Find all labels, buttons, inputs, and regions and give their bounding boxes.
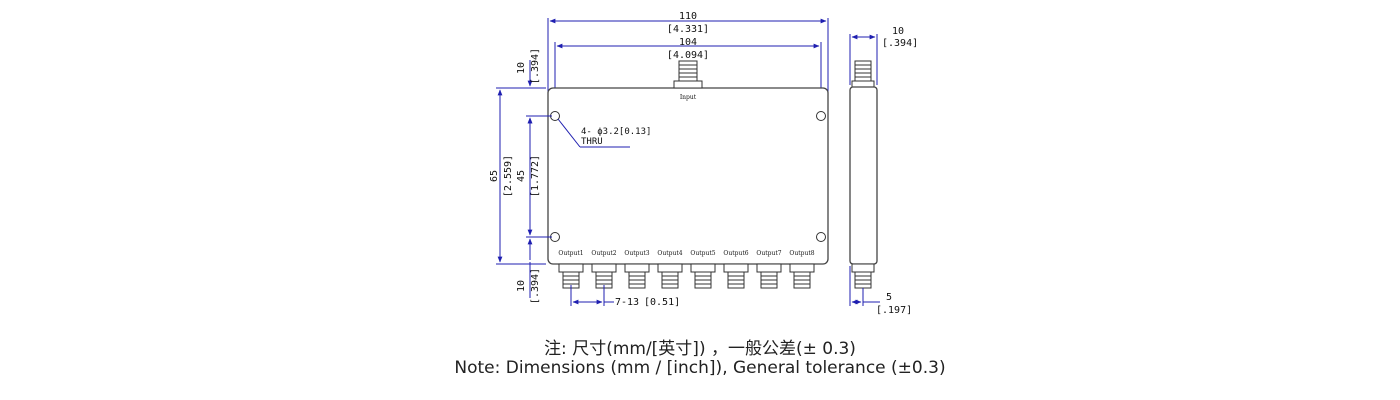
connector-pitch-inch: [0.51] (644, 297, 680, 308)
top-margin-inch: [.394] (530, 48, 541, 84)
output-connector-1: Output1 (558, 250, 584, 289)
hole-note-line1: 4- ϕ3.2[0.13] (581, 127, 651, 137)
side-thickness-inch: [.394] (882, 38, 918, 49)
side-connector-offset-dimension: 5 [.197] (849, 266, 912, 316)
connector-pitch-value: 7-13 (615, 297, 639, 308)
output-connector-3: Output3 (624, 250, 650, 289)
hole-spacing-y-inch: [1.772] (530, 155, 541, 197)
side-connector-offset-value: 5 (886, 292, 892, 303)
bottom-margin-value: 10 (516, 280, 527, 292)
note-english: Note: Dimensions (mm / [inch]), General … (454, 358, 946, 378)
output-label: Output4 (657, 250, 682, 257)
overall-width-value: 110 (679, 11, 697, 22)
output-label: Output1 (558, 250, 583, 257)
side-connector-offset-inch: [.197] (876, 305, 912, 316)
output-label: Output3 (624, 250, 649, 257)
bottom-margin-inch: [.394] (530, 268, 541, 304)
overall-height-value: 65 (489, 170, 500, 182)
output-connectors: Output1 Output2 Output3 Output4 Output5 Outpu… (558, 250, 815, 289)
output-label: Output8 (789, 250, 814, 257)
hole-spacing-y-value: 45 (516, 170, 527, 182)
hole-spacing-x-inch: [4.094] (667, 50, 709, 61)
connector-pitch-dimension: 7-13 [0.51] (570, 285, 680, 308)
output-label: Output6 (723, 250, 748, 257)
output-connector-7: Output7 (756, 250, 782, 289)
overall-height-inch: [2.559] (503, 155, 514, 197)
note-chinese: 注: 尺寸(mm/[英寸]) ，一般公差(± 0.3) (544, 339, 856, 359)
hole-spacing-y-dimension: 45 [1.772] (516, 117, 552, 238)
overall-width-dimension: 110 [4.331] (547, 11, 829, 95)
output-label: Output7 (756, 250, 781, 257)
side-thickness-value: 10 (892, 26, 904, 37)
output-label: Output5 (690, 250, 715, 257)
output-connector-8: Output8 (789, 250, 815, 289)
overall-height-dimension: 65 [2.559] (489, 87, 546, 265)
hole-callout: 4- ϕ3.2[0.13] THRU (557, 118, 651, 148)
mechanical-drawing: 110 [4.331] 104 [4.094] 4- ϕ3.2[0.13] TH… (489, 11, 918, 316)
output-connector-5: Output5 (690, 250, 716, 289)
mounting-holes (550, 111, 826, 242)
side-view (849, 60, 878, 289)
top-margin-value: 10 (516, 62, 527, 74)
hole-spacing-x-value: 104 (679, 37, 697, 48)
output-connector-4: Output4 (657, 250, 683, 289)
top-margin-dimension: 10 [.394] (516, 48, 552, 140)
output-connector-2: Output2 (591, 250, 617, 289)
input-connector: Input (673, 60, 703, 101)
output-connector-6: Output6 (723, 250, 749, 289)
output-label: Output2 (591, 250, 616, 257)
bottom-margin-dimension: 10 [.394] (516, 238, 541, 304)
side-thickness-dimension: 10 [.394] (849, 26, 918, 85)
input-label: Input (680, 94, 697, 101)
overall-width-inch: [4.331] (667, 24, 709, 35)
divider-body (547, 87, 829, 265)
hole-note-line2: THRU (581, 137, 603, 147)
